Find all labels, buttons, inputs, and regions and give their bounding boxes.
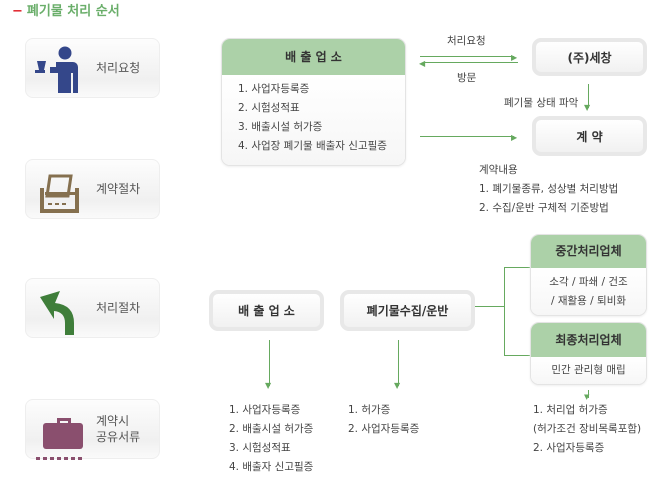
collector-box: 폐기물수집/운반: [340, 290, 475, 331]
list-item: 2. 시험성적표: [238, 102, 300, 114]
briefcase-icon: [36, 418, 83, 460]
process-producer-box: 배 출 업 소: [209, 290, 324, 331]
title-text: 폐기물 처리 순서: [26, 4, 120, 19]
arrow-down: [588, 84, 589, 108]
intermediate-processor-box: 중간처리업체 소각 / 파쇄 / 건조 / 재활용 / 퇴비화: [530, 234, 647, 316]
visit-label: 방문: [457, 72, 477, 84]
producer-documents: 1. 사업자등록증 2. 배출시설 허가증 3. 시험성적표 4. 배출자 신고…: [229, 401, 313, 477]
arrowhead-down-icon: ▼: [584, 393, 590, 401]
final-title: 최종처리업체: [531, 323, 646, 357]
list-item: 1. 폐기물종류, 성상별 처리방법: [479, 183, 619, 195]
company-box: (주)세창: [532, 38, 647, 76]
arrow-down: [269, 340, 270, 386]
contract-details: 계약내용 1. 폐기물종류, 성상별 처리방법 2. 수집/운반 구체적 기준방…: [479, 161, 618, 218]
contract-box: 계 약: [532, 116, 647, 156]
status-check-label: 폐기물 상태 파악: [504, 97, 579, 109]
list-item: 2. 사업자등록증: [533, 442, 605, 454]
arrowhead-down-icon: ▼: [265, 381, 272, 390]
step-label-line2: 공유서류: [96, 430, 141, 444]
list-item: 4. 배출자 신고필증: [229, 461, 314, 473]
final-processor-box: 최종처리업체 민간 관리형 매립: [530, 322, 647, 385]
step-card-contract: 계약절차: [25, 159, 160, 219]
arrow-right: [420, 56, 514, 57]
producer-doc-list: 1. 사업자등록증 2. 시험성적표 3. 배출시설 허가증 4. 사업장 폐기…: [222, 75, 405, 165]
list-item: 2. 수집/운반 구체적 기준방법: [479, 202, 609, 214]
list-item: 4. 사업장 폐기물 배출자 신고필증: [238, 140, 387, 152]
page-title: −폐기물 처리 순서: [12, 0, 120, 19]
step-card-process: 처리절차: [25, 278, 160, 338]
contract-details-title: 계약내용: [479, 164, 518, 176]
list-item: 3. 배출시설 허가증: [238, 121, 323, 133]
printer-paper-icon: [40, 174, 79, 213]
list-item: 2. 배출시설 허가증: [229, 423, 314, 435]
step-card-request: 처리요청: [25, 38, 160, 98]
connector-line: [504, 355, 530, 356]
connector-line: [504, 267, 505, 356]
step-label: 처리절차: [96, 301, 141, 315]
turn-left-arrow-icon: [40, 291, 74, 335]
connector-line: [475, 306, 505, 307]
list-item: 1. 사업자등록증: [229, 404, 301, 416]
arrow-left: [424, 62, 518, 63]
producer-box: 배 출 업 소 1. 사업자등록증 2. 시험성적표 3. 배출시설 허가증 4…: [221, 38, 406, 166]
step-label: 처리요청: [96, 61, 141, 75]
step-label-line1: 계약시: [96, 414, 130, 428]
list-item: 3. 시험성적표: [229, 442, 291, 454]
step-label: 계약절차: [96, 182, 141, 196]
person-request-icon: [35, 46, 78, 93]
request-label: 처리요청: [447, 35, 486, 47]
intermediate-methods-2: / 재활용 / 퇴비화: [550, 295, 627, 307]
processor-documents: 1. 처리업 허가증 (허가조건 장비목록포함) 2. 사업자등록증: [533, 401, 641, 458]
final-method: 민간 관리형 매립: [531, 357, 646, 384]
arrowhead-right-icon: ▶: [511, 53, 518, 62]
arrowhead-down-icon: ▼: [394, 381, 401, 390]
arrow-right-contract: [420, 136, 514, 137]
arrow-down: [398, 340, 399, 386]
list-item: 1. 사업자등록증: [238, 83, 310, 95]
connector-line: [504, 267, 530, 268]
arrowhead-left-icon: ◀: [419, 59, 426, 68]
producer-title: 배 출 업 소: [222, 39, 405, 75]
intermediate-title: 중간처리업체: [531, 235, 646, 268]
arrowhead-right-icon: ▶: [511, 133, 518, 142]
list-item: (허가조건 장비목록포함): [533, 423, 642, 435]
title-dash-icon: −: [12, 4, 23, 19]
arrow-down: [588, 390, 589, 398]
arrowhead-down-icon: ▼: [584, 103, 591, 112]
collector-documents: 1. 허가증 2. 사업자등록증: [348, 401, 419, 439]
intermediate-methods-1: 소각 / 파쇄 / 건조: [549, 276, 628, 288]
list-item: 1. 처리업 허가증: [533, 404, 608, 416]
list-item: 2. 사업자등록증: [348, 423, 420, 435]
list-item: 1. 허가증: [348, 404, 391, 416]
